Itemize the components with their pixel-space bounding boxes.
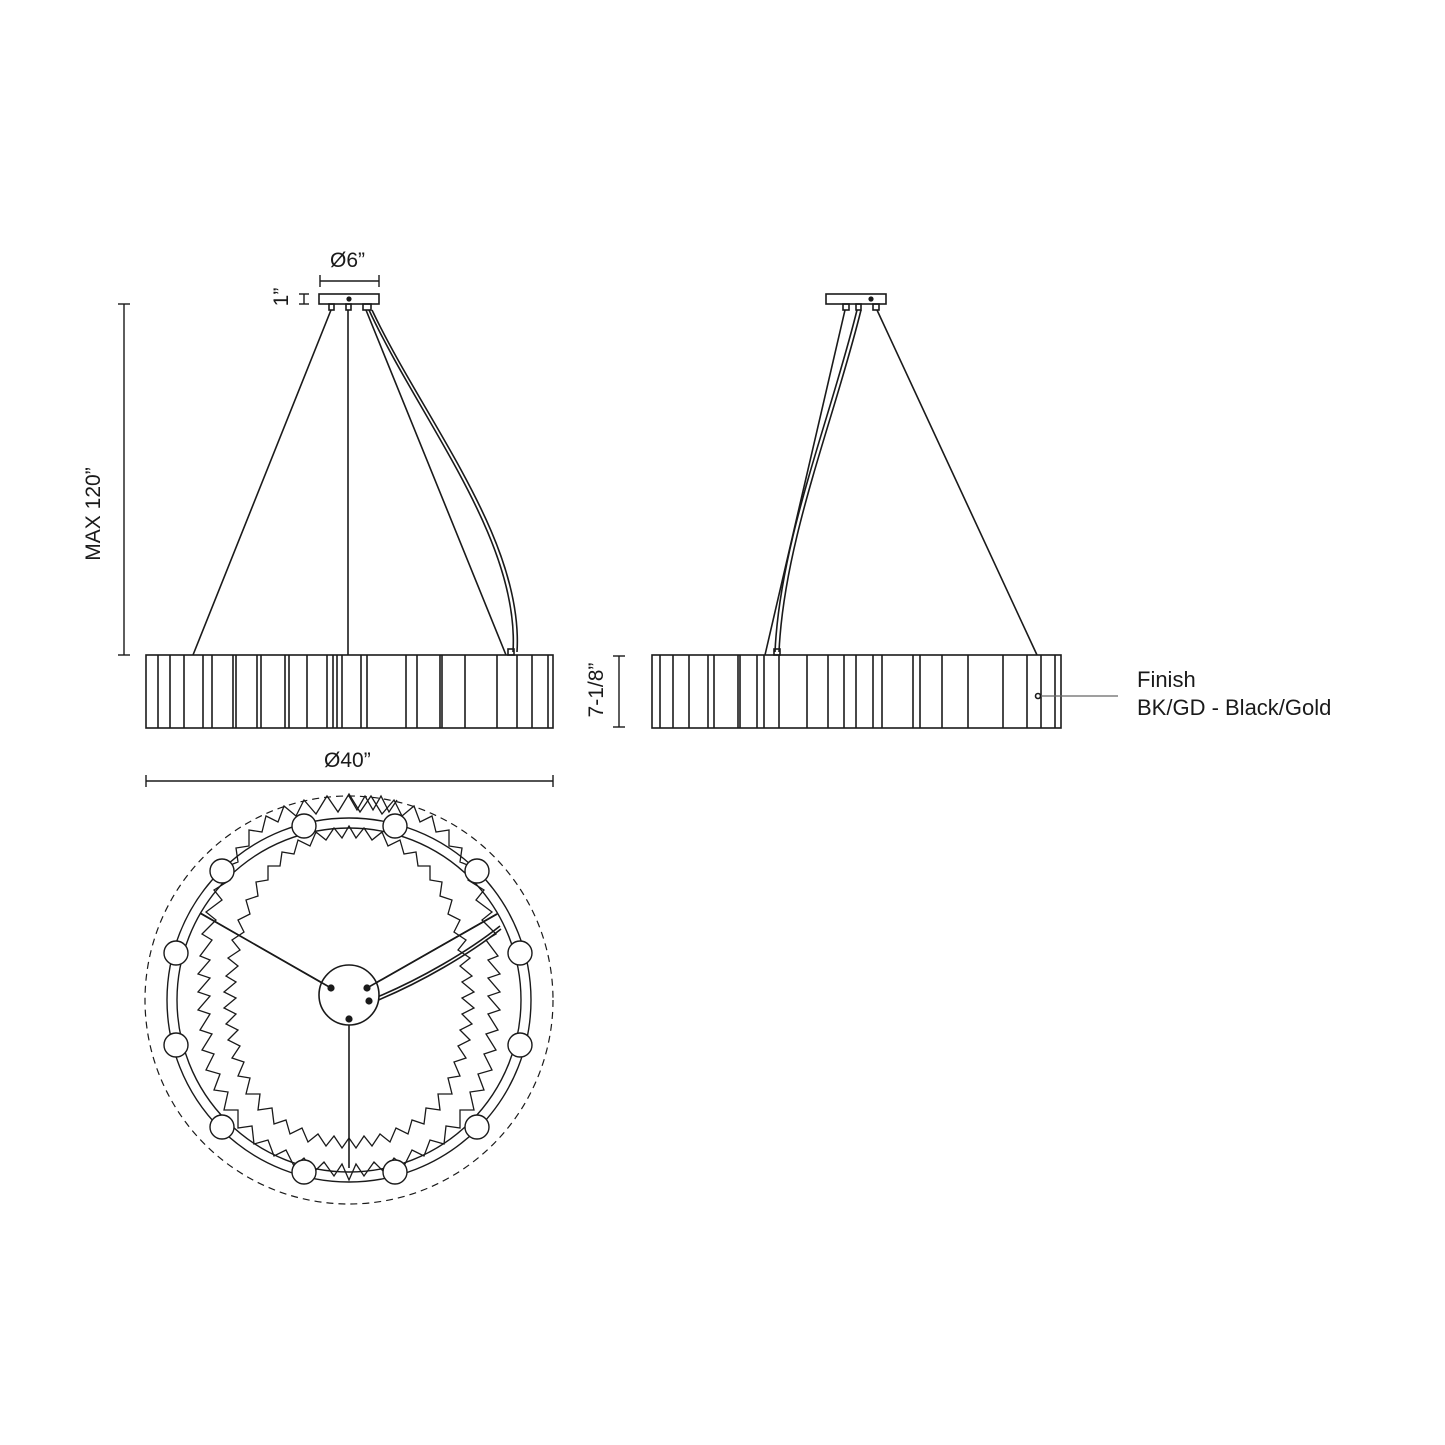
dimension-lines xyxy=(118,275,625,787)
canopy-plan xyxy=(318,964,380,1026)
finish-heading: Finish xyxy=(1137,667,1196,692)
finish-callout-marker xyxy=(1034,692,1042,700)
canopy-diameter-label: Ø6” xyxy=(330,249,366,272)
canopy-side xyxy=(825,293,887,305)
front-elevation-view xyxy=(145,293,554,729)
canopy-height-label: 1” xyxy=(270,287,293,307)
plan-view xyxy=(144,792,554,1205)
body-diameter-label: Ø40” xyxy=(324,749,371,772)
ring-facets xyxy=(157,655,549,728)
ring-facets-side xyxy=(659,655,1056,728)
ring-body-front xyxy=(145,654,554,729)
light-sockets xyxy=(163,813,533,1185)
max-height-label: MAX 120” xyxy=(82,467,105,561)
finish-option: BK/GD - Black/Gold xyxy=(1137,695,1332,720)
side-elevation-view xyxy=(651,293,1118,729)
body-height-label: 7-1/8” xyxy=(585,662,608,718)
